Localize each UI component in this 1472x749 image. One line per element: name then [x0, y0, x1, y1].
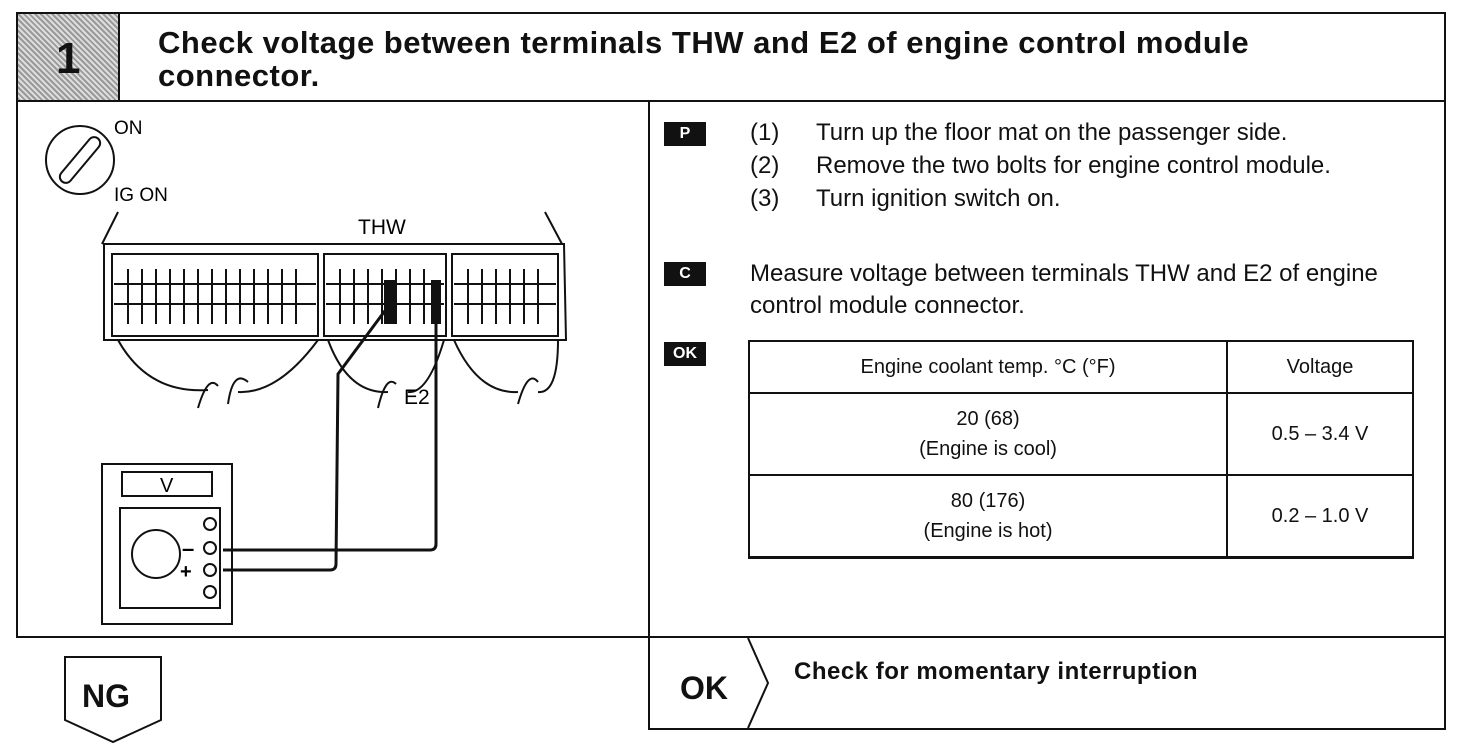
probe-leads [223, 303, 438, 572]
e2-terminal [431, 280, 441, 324]
ok-tag: OK [664, 342, 706, 366]
table-row: 20 (68) (Engine is cool) 0.5 – 3.4 V [747, 392, 1414, 476]
table-row: 80 (176) (Engine is hot) 0.2 – 1.0 V [747, 474, 1414, 559]
temp-cell: 20 (68) (Engine is cool) [747, 392, 1229, 476]
wiring-diagram: ON IG ON THW E2 V – + [45, 118, 568, 625]
ok-label: OK [680, 670, 728, 706]
ecm-connector-icon [101, 211, 568, 409]
list-item: (2) Remove the two bolts for engine cont… [750, 152, 1331, 179]
temp-cell: 80 (176) (Engine is hot) [747, 474, 1229, 559]
plus-terminal-label: + [180, 561, 192, 583]
step-list: (1) Turn up the floor mat on the passeng… [750, 116, 1416, 215]
ok-action-text: Check for momentary interruption [794, 658, 1199, 685]
voltage-cell: 0.5 – 3.4 V [1226, 392, 1414, 476]
e2-label: E2 [404, 386, 430, 409]
prep-tag: P [664, 122, 706, 146]
ignition-switch-icon [45, 125, 115, 195]
thw-label: THW [358, 216, 406, 239]
step-header: 1 Check voltage between terminals THW an… [16, 12, 1446, 102]
ng-label: NG [82, 678, 130, 714]
column-divider [648, 102, 650, 728]
ok-result-box: OK Check for momentary interruption [648, 638, 1446, 730]
step-title: Check voltage between terminals THW and … [158, 25, 1250, 93]
ok-chevron-icon [747, 638, 770, 728]
measure-instruction: Measure voltage between terminals THW an… [750, 260, 1378, 319]
table-header-row: Engine coolant temp. °C (°F) Voltage [747, 340, 1414, 394]
step-number-box: 1 [18, 14, 120, 100]
switch-ig-on-label: IG ON [114, 185, 168, 206]
voltage-cell: 0.2 – 1.0 V [1226, 474, 1414, 559]
step-number: 1 [56, 34, 81, 83]
voltage-spec-table: Engine coolant temp. °C (°F) Voltage 20 … [747, 340, 1414, 559]
voltmeter-label: V [160, 475, 174, 497]
check-tag: C [664, 262, 706, 286]
switch-on-label: ON [114, 118, 143, 139]
ng-result-box: NG [64, 656, 164, 749]
voltmeter-icon [101, 463, 233, 625]
column-header-voltage: Voltage [1226, 340, 1414, 394]
minus-terminal-label: – [182, 536, 194, 561]
ng-arrow-icon [64, 656, 162, 744]
thw-terminal [384, 280, 396, 324]
list-item: (1) Turn up the floor mat on the passeng… [750, 119, 1288, 146]
column-header-temp: Engine coolant temp. °C (°F) [747, 340, 1229, 394]
list-item: (3) Turn ignition switch on. [750, 185, 1061, 212]
